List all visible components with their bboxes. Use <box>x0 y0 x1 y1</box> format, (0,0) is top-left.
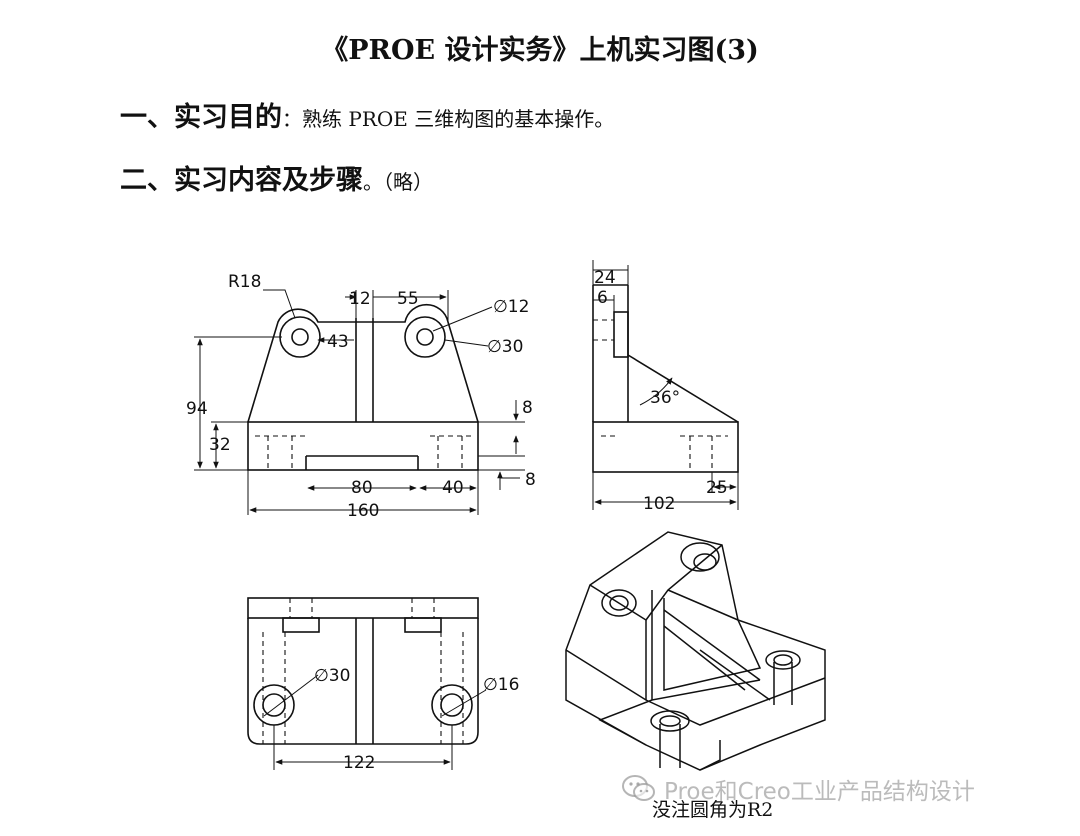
label-55: 55 <box>397 289 419 309</box>
side-view-labels: 24 6 36° 25 102 <box>594 268 728 514</box>
front-view-labels: R18 12 55 ∅12 43 ∅30 94 32 8 8 80 40 160 <box>186 272 536 521</box>
label-25: 25 <box>706 478 728 498</box>
top-view-labels: ∅30 ∅16 122 <box>314 666 519 773</box>
label-32: 32 <box>209 435 231 455</box>
section-heading: 二、实习内容及步骤 <box>120 165 363 196</box>
label-94: 94 <box>186 399 208 419</box>
label-dia16: ∅16 <box>483 675 519 695</box>
section-content: 二、实习内容及步骤。（略） <box>120 158 433 197</box>
label-122: 122 <box>343 753 375 773</box>
footnote: 没注圆角为R2 <box>652 799 774 821</box>
wechat-icon <box>622 775 655 801</box>
watermark-text: Proe和Creo工业产品结构设计 <box>664 779 975 805</box>
section-heading: 一、实习目的 <box>120 102 282 133</box>
label-80: 80 <box>351 478 373 498</box>
section-body: 。（略） <box>363 170 433 194</box>
label-dia30-top: ∅30 <box>314 666 350 686</box>
label-r18: R18 <box>228 272 261 292</box>
front-view <box>194 289 525 515</box>
label-8-bottom: 8 <box>525 470 536 490</box>
document-title: 《PROE 设计实务》上机实习图(3) <box>321 35 759 66</box>
watermark: Proe和Creo工业产品结构设计 <box>622 772 975 806</box>
isometric-view <box>565 531 826 771</box>
section-purpose: 一、实习目的：熟练 PROE 三维构图的基本操作。 <box>120 95 614 134</box>
label-36deg: 36° <box>650 388 680 408</box>
label-8-top: 8 <box>522 398 533 418</box>
label-102: 102 <box>643 494 675 514</box>
label-dia12: ∅12 <box>493 297 529 317</box>
label-24: 24 <box>594 268 616 288</box>
top-view <box>247 597 487 770</box>
side-view <box>592 260 739 510</box>
label-40: 40 <box>442 478 464 498</box>
label-6: 6 <box>597 288 608 308</box>
section-body: ：熟练 PROE 三维构图的基本操作。 <box>282 107 615 131</box>
label-43: 43 <box>327 332 349 352</box>
label-dia30: ∅30 <box>487 337 523 357</box>
label-12: 12 <box>349 289 371 309</box>
label-160: 160 <box>347 501 379 521</box>
